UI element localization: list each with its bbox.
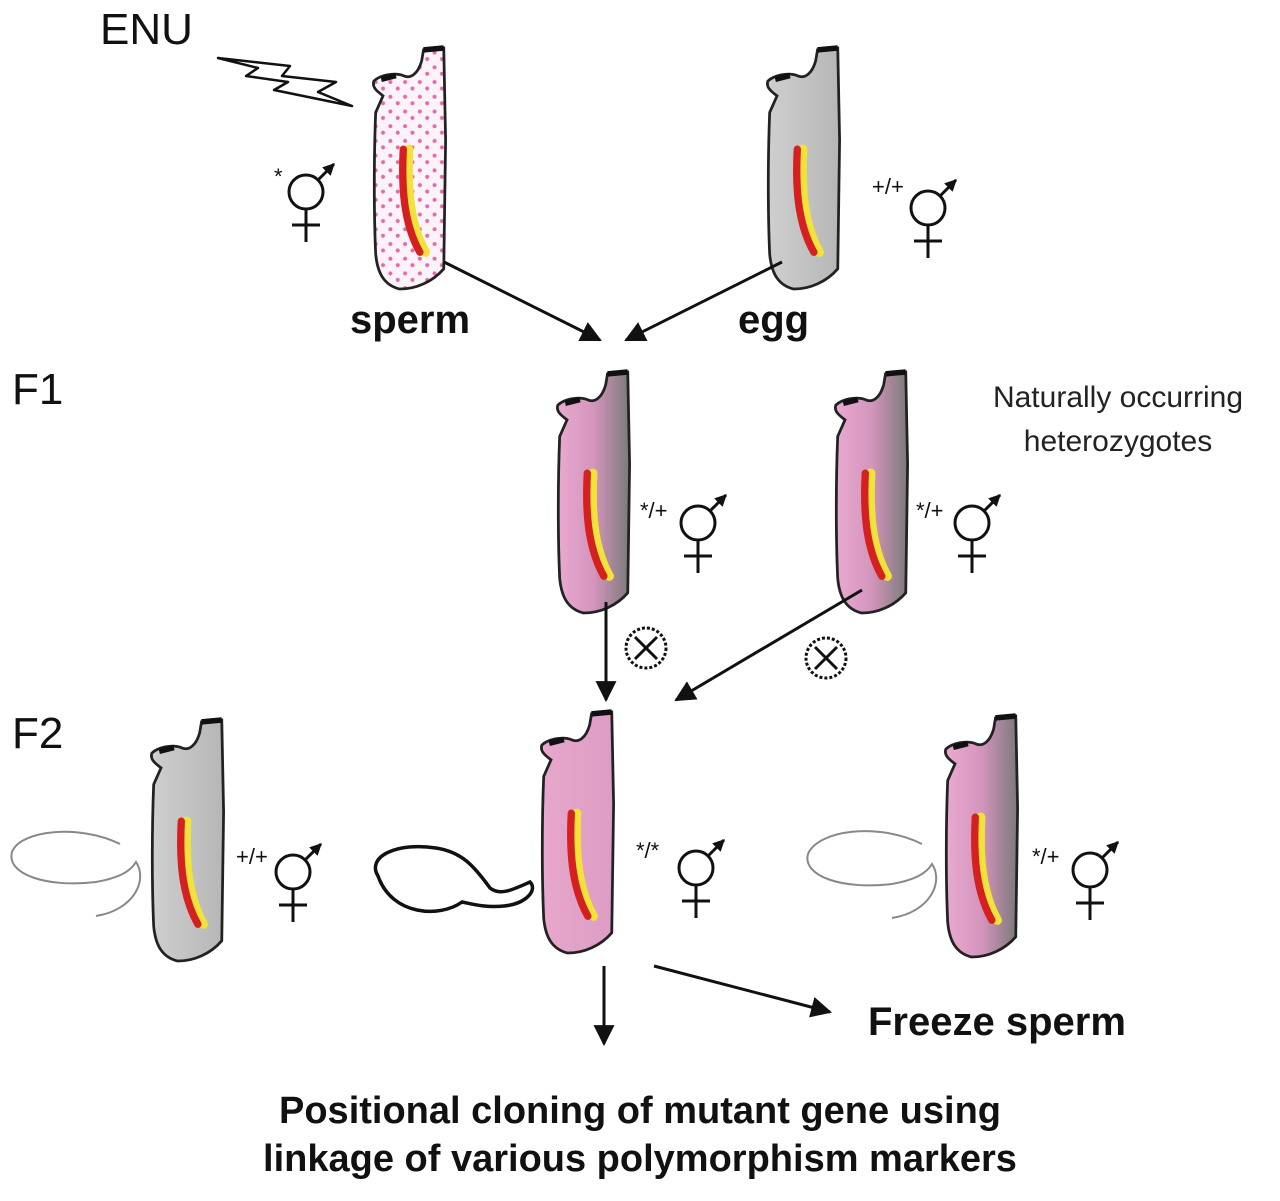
generation-f1-label: F1 xyxy=(12,365,64,414)
self-cross-icon xyxy=(624,626,668,670)
genotype-label: */+ xyxy=(1032,844,1060,869)
hermaphrodite-symbol-icon xyxy=(955,495,1000,573)
arrow-f1b-to-f2 xyxy=(674,588,863,702)
hermaphrodite-symbol-icon xyxy=(681,495,726,573)
heart-f2-wildtype xyxy=(151,720,223,961)
hermaphrodite-symbol-icon xyxy=(289,164,334,242)
heart-f2-homozygous xyxy=(541,712,613,953)
genotype-label: */+ xyxy=(640,498,668,523)
heart-p0-wildtype xyxy=(767,48,839,289)
genotype-label: +/+ xyxy=(872,174,904,199)
arrow-sperm xyxy=(443,260,602,342)
arrow-to-freeze-sperm xyxy=(653,964,833,1018)
conclusion-text: Positional cloning of mutant gene using … xyxy=(0,1088,1280,1183)
conclusion-line-2: linkage of various polymorphism markers xyxy=(263,1137,1017,1180)
mutagen-label: ENU xyxy=(100,5,193,54)
hermaphrodite-symbol-icon xyxy=(276,844,321,922)
larva-mutant-outline xyxy=(373,844,535,914)
heart-f2-heterozygous xyxy=(945,716,1017,957)
conclusion-line-1: Positional cloning of mutant gene using xyxy=(279,1090,1001,1132)
arrow-egg xyxy=(624,260,783,342)
note-line-2: heterozygotes xyxy=(1023,424,1213,458)
hermaphrodite-symbol-icon xyxy=(679,840,724,918)
heart-f1-b xyxy=(835,372,907,613)
freeze-sperm-label: Freeze sperm xyxy=(868,1000,1126,1044)
lightning-icon xyxy=(216,56,354,108)
genotype-label: +/+ xyxy=(236,844,268,869)
hermaphrodite-symbol-icon xyxy=(1073,842,1118,920)
generation-f2-label: F2 xyxy=(12,709,64,758)
genotype-label: */* xyxy=(636,838,660,863)
self-cross-icon xyxy=(804,636,848,680)
embryo-outline-left xyxy=(10,830,142,917)
hermaphrodite-symbol-icon xyxy=(911,180,956,258)
heart-f1-a xyxy=(557,372,629,613)
naturally-occurring-note: Naturally occurring heterozygotes xyxy=(956,376,1280,463)
sperm-label: sperm xyxy=(350,298,471,342)
note-line-1: Naturally occurring xyxy=(992,381,1244,414)
embryo-outline-right xyxy=(806,830,938,919)
genotype-label: */+ xyxy=(916,498,944,523)
egg-label: egg xyxy=(738,298,810,342)
genotype-label: * xyxy=(274,164,283,189)
heart-p0-mutagenized xyxy=(373,48,445,289)
